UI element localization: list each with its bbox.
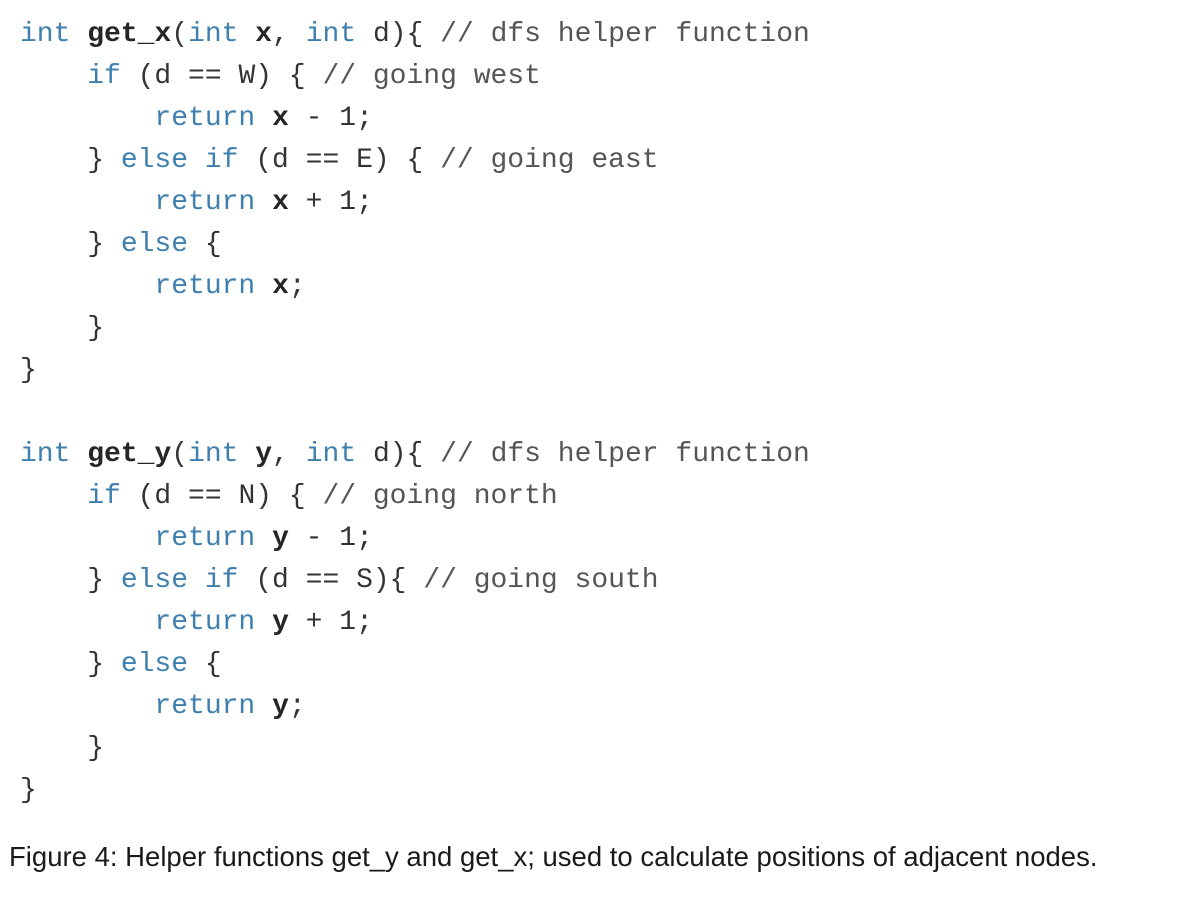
code-text: { — [188, 229, 222, 260]
code-text — [255, 607, 272, 638]
code-keyword: if — [87, 481, 121, 512]
code-identifier: x — [255, 19, 273, 50]
code-identifier: x — [272, 103, 289, 134]
code-identifier: y — [255, 439, 273, 470]
code-line: return y + 1; — [20, 602, 810, 644]
code-keyword: if — [87, 61, 121, 92]
code-text — [255, 523, 272, 554]
code-line: int get_y(int y, int d){ // dfs helper f… — [20, 434, 810, 476]
code-line: } else { — [20, 224, 810, 266]
code-text: (d == W) { — [120, 61, 323, 92]
code-line: return x + 1; — [20, 182, 810, 224]
code-line: } else if (d == E) { // going east — [20, 140, 810, 182]
code-text — [20, 691, 154, 722]
code-block: int get_x(int x, int d){ // dfs helper f… — [20, 14, 810, 812]
code-comment: // dfs helper function — [440, 439, 810, 470]
code-keyword: return — [154, 607, 256, 638]
code-identifier: get_y — [87, 439, 172, 470]
code-text: d){ — [356, 19, 441, 50]
code-identifier: y — [272, 607, 289, 638]
code-line: return y; — [20, 686, 810, 728]
code-text: (d == S){ — [238, 565, 424, 596]
code-text: { — [188, 649, 222, 680]
code-text: ( — [171, 19, 189, 50]
code-keyword: int — [305, 19, 357, 50]
code-text — [20, 61, 87, 92]
code-text: d){ — [356, 439, 441, 470]
code-line: } — [20, 308, 810, 350]
code-text: } — [20, 313, 105, 344]
code-identifier: x — [272, 187, 289, 218]
code-comment: // dfs helper function — [440, 19, 810, 50]
code-keyword: else — [120, 649, 189, 680]
code-text — [20, 481, 87, 512]
code-text: } — [20, 733, 105, 764]
code-keyword: return — [154, 523, 256, 554]
code-keyword: else if — [120, 565, 239, 596]
code-keyword: else — [120, 229, 189, 260]
code-text: } — [20, 565, 121, 596]
code-text: (d == N) { — [120, 481, 323, 512]
code-text — [70, 19, 87, 50]
code-text — [255, 271, 272, 302]
code-keyword: int — [188, 19, 239, 50]
code-text: , — [272, 19, 306, 50]
code-keyword: int — [188, 439, 239, 470]
figure-caption: Figure 4: Helper functions get_y and get… — [9, 841, 1098, 872]
code-text: - 1; — [288, 103, 373, 134]
code-line: } else { — [20, 644, 810, 686]
code-identifier: x — [272, 271, 289, 302]
code-keyword: else if — [120, 145, 239, 176]
code-text — [238, 439, 255, 470]
code-text: } — [20, 649, 121, 680]
code-line: return x; — [20, 266, 810, 308]
code-comment: // going south — [423, 565, 659, 596]
code-text — [255, 187, 272, 218]
code-comment: // going north — [322, 481, 558, 512]
code-identifier: y — [272, 523, 289, 554]
code-line: } — [20, 350, 810, 392]
code-text — [255, 691, 272, 722]
code-keyword: return — [154, 187, 256, 218]
code-line: } else if (d == S){ // going south — [20, 560, 810, 602]
code-line — [20, 392, 810, 434]
code-text — [255, 103, 272, 134]
code-text: + 1; — [288, 187, 373, 218]
code-line: } — [20, 770, 810, 812]
code-text: } — [20, 145, 121, 176]
code-text: ( — [171, 439, 189, 470]
code-line: if (d == N) { // going north — [20, 476, 810, 518]
code-text — [20, 271, 154, 302]
code-text — [70, 439, 87, 470]
code-comment: // going west — [322, 61, 541, 92]
code-text — [238, 19, 255, 50]
code-text: , — [272, 439, 306, 470]
code-text: + 1; — [288, 607, 373, 638]
code-keyword: int — [20, 439, 71, 470]
code-identifier: y — [272, 691, 289, 722]
code-text: } — [20, 355, 37, 386]
code-comment: // going east — [440, 145, 659, 176]
code-keyword: int — [20, 19, 71, 50]
code-text — [20, 103, 154, 134]
code-line: int get_x(int x, int d){ // dfs helper f… — [20, 14, 810, 56]
code-keyword: return — [154, 691, 256, 722]
code-keyword: return — [154, 271, 256, 302]
code-text: } — [20, 775, 37, 806]
code-line: return y - 1; — [20, 518, 810, 560]
code-keyword: return — [154, 103, 256, 134]
code-text — [20, 523, 154, 554]
code-text — [20, 607, 154, 638]
code-text: ; — [288, 271, 306, 302]
code-text: - 1; — [288, 523, 373, 554]
code-text — [20, 187, 154, 218]
code-keyword: int — [305, 439, 357, 470]
code-identifier: get_x — [87, 19, 172, 50]
code-line: } — [20, 728, 810, 770]
code-text: } — [20, 229, 121, 260]
code-line: if (d == W) { // going west — [20, 56, 810, 98]
code-line: return x - 1; — [20, 98, 810, 140]
code-text: (d == E) { — [238, 145, 441, 176]
code-text: ; — [288, 691, 306, 722]
